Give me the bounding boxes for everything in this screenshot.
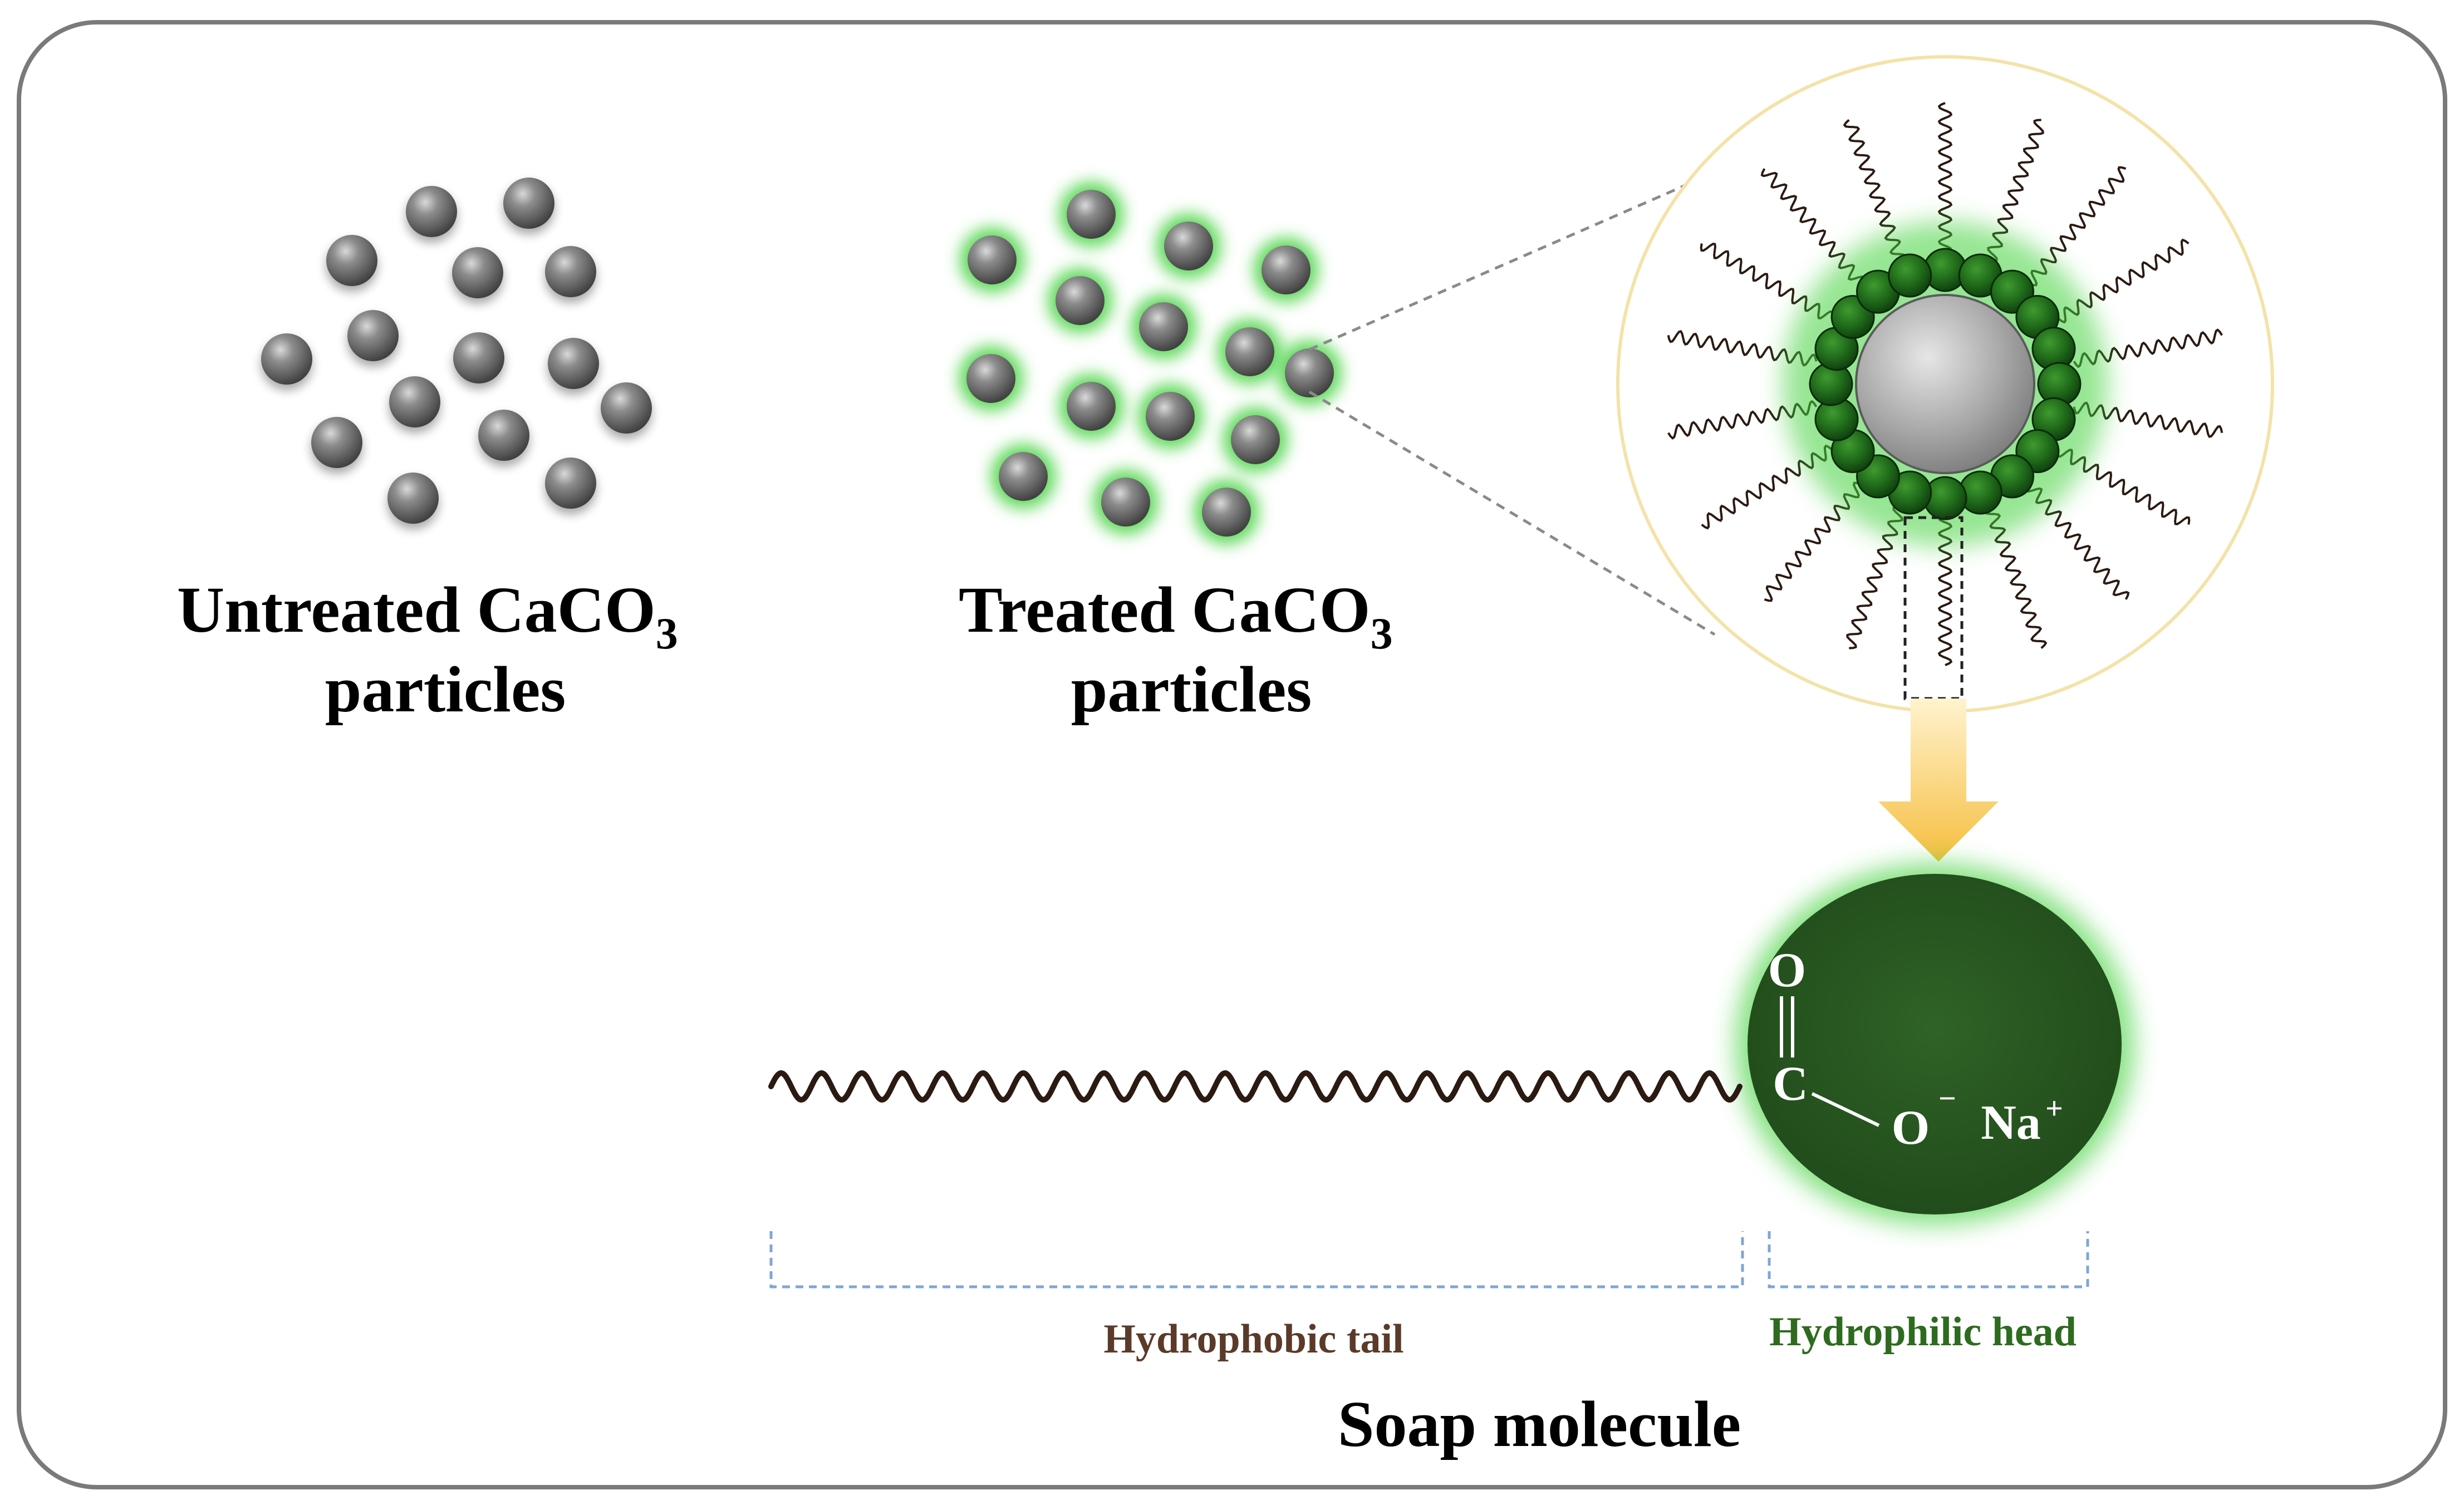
untreated-particle: [478, 410, 529, 461]
hydrophobic-tail-label: Hydrophobic tail: [1103, 1316, 1403, 1362]
treated-particle: [1139, 302, 1188, 351]
untreated-label-line2: particles: [325, 653, 566, 726]
selection-box: [1903, 516, 1964, 700]
treated-label-line1: Treated CaCO3: [959, 573, 1393, 658]
micelle-heads: [1809, 248, 2082, 520]
treated-label-line2: particles: [1071, 653, 1312, 726]
treated-particle: [1056, 276, 1105, 325]
untreated-particle: [387, 473, 439, 524]
carbon-label: C: [1773, 1057, 1808, 1111]
untreated-particle: [326, 235, 377, 286]
sodium-label: Na: [1981, 1096, 2041, 1150]
treated-particle: [1067, 190, 1116, 239]
head-bracket: [1768, 1231, 2089, 1288]
treated-particle: [999, 452, 1048, 501]
micelle-head: [1888, 253, 1932, 298]
coated-particle-detail: [1667, 102, 2224, 666]
untreated-particle: [545, 458, 596, 509]
oxygen-double-label: O: [1768, 943, 1806, 997]
zoom-connector-bottom: [1308, 390, 1716, 636]
tail-bracket: [769, 1231, 1744, 1288]
untreated-particle: [503, 178, 554, 229]
untreated-particle: [261, 333, 312, 385]
single-bond: [1811, 1092, 1880, 1127]
zoom-connector-top: [1308, 171, 1716, 351]
treated-particle: [1262, 245, 1310, 294]
caco3-core: [1855, 294, 2035, 474]
untreated-particles: [261, 178, 652, 524]
hydrophilic-head-shape: [1748, 874, 2122, 1214]
hydrophilic-head-label: Hydrophilic head: [1769, 1309, 2077, 1355]
oxygen-charge-label: −: [1938, 1081, 1956, 1116]
treated-particle: [1202, 488, 1251, 537]
treated-particle: [1164, 222, 1213, 270]
treated-particle: [1101, 478, 1150, 527]
sodium-charge-label: +: [2045, 1091, 2063, 1126]
untreated-particle: [548, 338, 599, 389]
treated-particle: [968, 235, 1017, 284]
soap-molecule-label: Soap molecule: [1338, 1388, 1741, 1460]
untreated-particle: [406, 186, 457, 237]
untreated-particle: [601, 382, 652, 434]
soap-molecule: O C O − Na +: [768, 863, 2134, 1225]
untreated-particle: [452, 247, 503, 298]
treated-particle: [1225, 327, 1274, 376]
hydrophobic-tail-chain: [768, 1070, 1743, 1103]
treated-particle: [1067, 382, 1116, 431]
untreated-particle: [389, 376, 440, 427]
treated-particle: [1285, 348, 1334, 397]
treated-particle: [966, 354, 1015, 403]
untreated-particle: [545, 246, 596, 297]
treated-particle: [1146, 392, 1195, 441]
untreated-particle: [347, 310, 399, 361]
oxygen-single-label: O: [1892, 1101, 1930, 1155]
untreated-label-line1: Untreated CaCO3: [177, 573, 678, 658]
down-arrow: [1878, 699, 1999, 862]
untreated-particle: [311, 417, 362, 468]
treated-particles: [959, 182, 1342, 544]
untreated-particle: [453, 332, 504, 383]
treated-particle: [1231, 415, 1280, 464]
